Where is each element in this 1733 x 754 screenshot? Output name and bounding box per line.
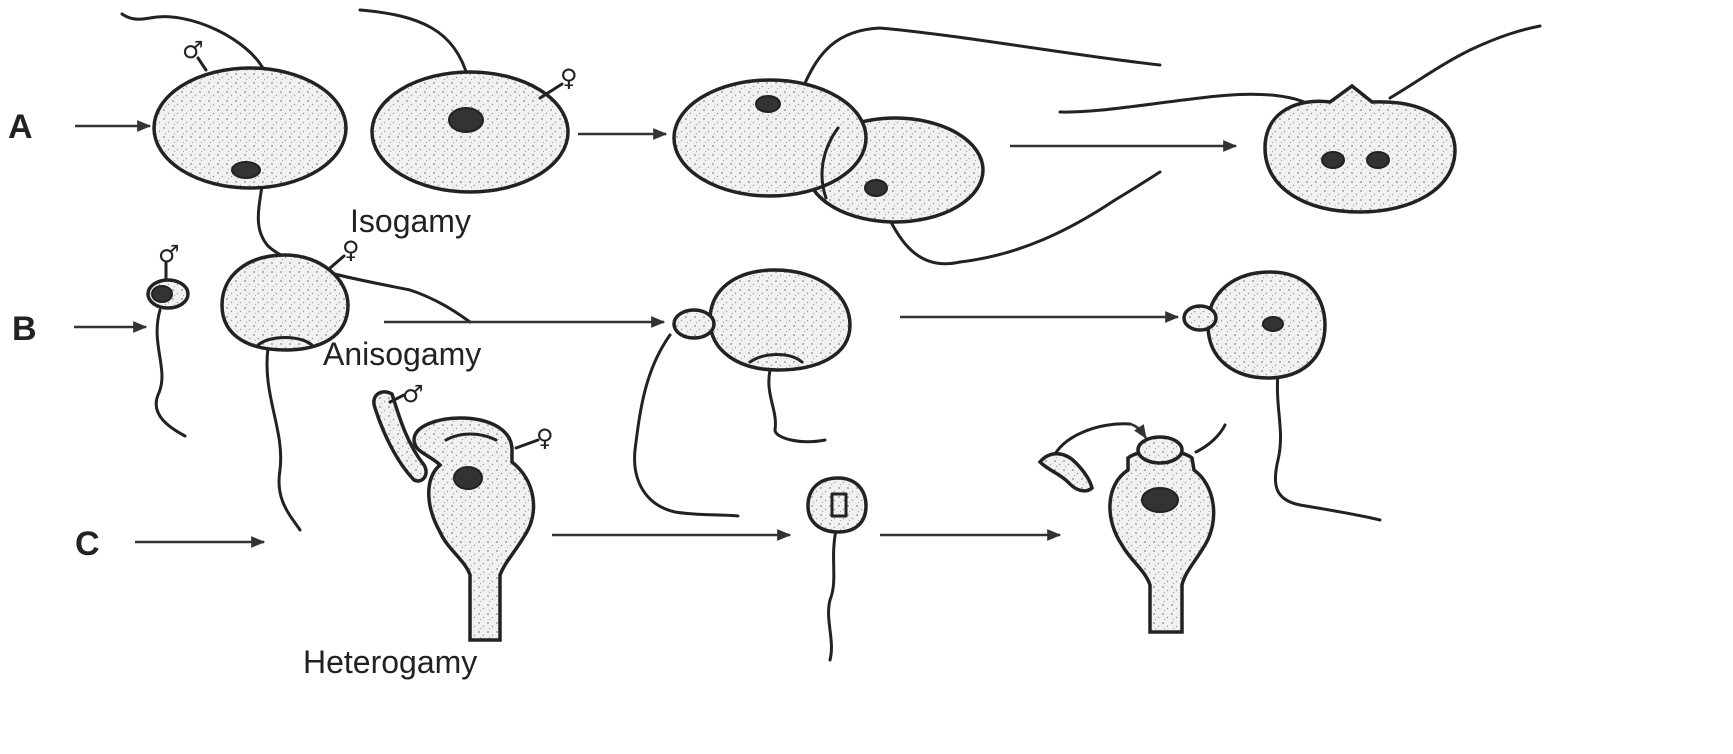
nucleus [1367,152,1389,168]
oogonium-body [414,418,534,640]
male-anisogamete: ♂ [148,240,188,436]
fusing-anisogametes [635,270,850,516]
male-remnant [1184,306,1216,330]
label-isogamy: Isogamy [350,203,471,239]
female-symbol: ♀ [560,64,578,92]
flagellum [267,348,300,530]
sperm-body [808,478,866,532]
nucleus [449,108,483,132]
nucleus [152,286,172,302]
egg-nucleus [454,467,482,489]
male-symbol: ♂ [158,240,180,268]
female-symbol-stalk [516,440,538,448]
nucleus [232,162,260,178]
flagellum [769,370,825,442]
oogonium-with-egg: ♂ ♀ [374,380,554,640]
flagellum [1275,372,1380,520]
row-letter-a: A [8,108,33,146]
female-symbol: ♀ [342,236,360,264]
fertilized-oogonium [1040,424,1225,632]
flagellum [1390,26,1540,98]
nucleus [756,96,780,112]
antherozoid [1040,454,1092,491]
zygote-nucleus [1142,488,1178,512]
nucleus [1263,317,1283,331]
entering-sperm [1138,437,1182,463]
flagellum [805,28,1160,83]
flagellum [635,335,738,516]
motile-sperm [808,478,866,660]
row-letter-b: B [12,310,37,348]
nucleus [865,180,887,196]
row-c-heterogamy: C ♂ ♀ Heterogamy [75,380,1225,680]
flagellum [360,10,468,78]
zygote-body [1265,86,1455,212]
male-symbol: ♂ [402,380,424,408]
flagellum [829,530,836,660]
curved-arrow-head [1130,424,1146,438]
label-heterogamy: Heterogamy [303,644,477,680]
male-symbol: ♂ [182,36,204,64]
female-isogamete: ♀ [360,10,578,192]
row-letter-c: C [75,525,100,563]
label-anisogamy: Anisogamy [323,336,481,372]
flagellum [156,310,185,436]
isogamy-zygote [1060,26,1540,212]
anisogamy-zygote [1184,272,1380,520]
oogonium-body [1110,451,1214,633]
male-anisogamete-body [674,310,714,338]
female-symbol: ♀ [536,424,554,452]
nucleus [1322,152,1344,168]
female-anisogamete: ♀ [222,236,360,530]
flagellum [1060,94,1318,112]
flagellum [1196,425,1225,452]
